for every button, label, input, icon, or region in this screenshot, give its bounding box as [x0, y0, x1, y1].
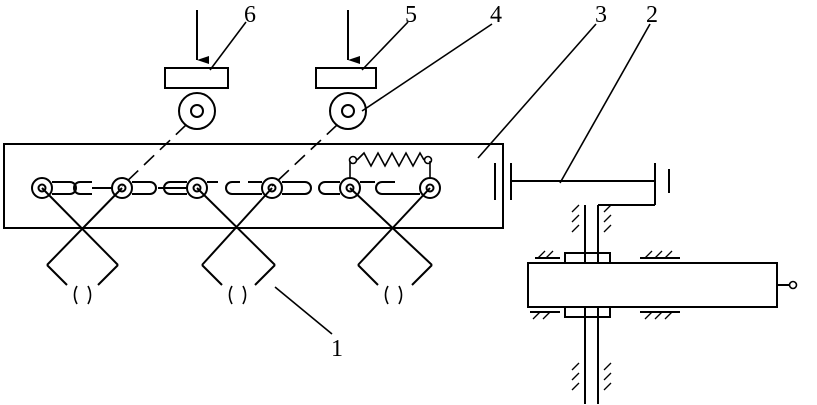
label-5: 5 — [405, 2, 417, 28]
clamp-left — [41, 187, 123, 305]
shaft-2 — [494, 163, 670, 206]
slide-block — [527, 252, 798, 318]
press-block-5 — [315, 67, 377, 89]
vertical-shaft — [571, 204, 612, 404]
spring — [348, 151, 433, 178]
dashed-guides — [121, 124, 338, 187]
leader-lines — [209, 21, 651, 335]
label-6: 6 — [244, 2, 256, 28]
pressure-roller-4 — [329, 92, 367, 130]
label-1: 1 — [331, 336, 343, 362]
pivot-chain — [31, 177, 441, 199]
press-block-6 — [164, 67, 229, 89]
guide-supports — [530, 250, 680, 320]
clamp-middle — [196, 187, 276, 305]
label-2: 2 — [646, 2, 658, 28]
label-3: 3 — [595, 2, 607, 28]
pressure-roller-6 — [178, 92, 216, 130]
label-4: 4 — [490, 2, 502, 28]
frame-3 — [3, 143, 504, 229]
clamp-right — [349, 187, 433, 305]
